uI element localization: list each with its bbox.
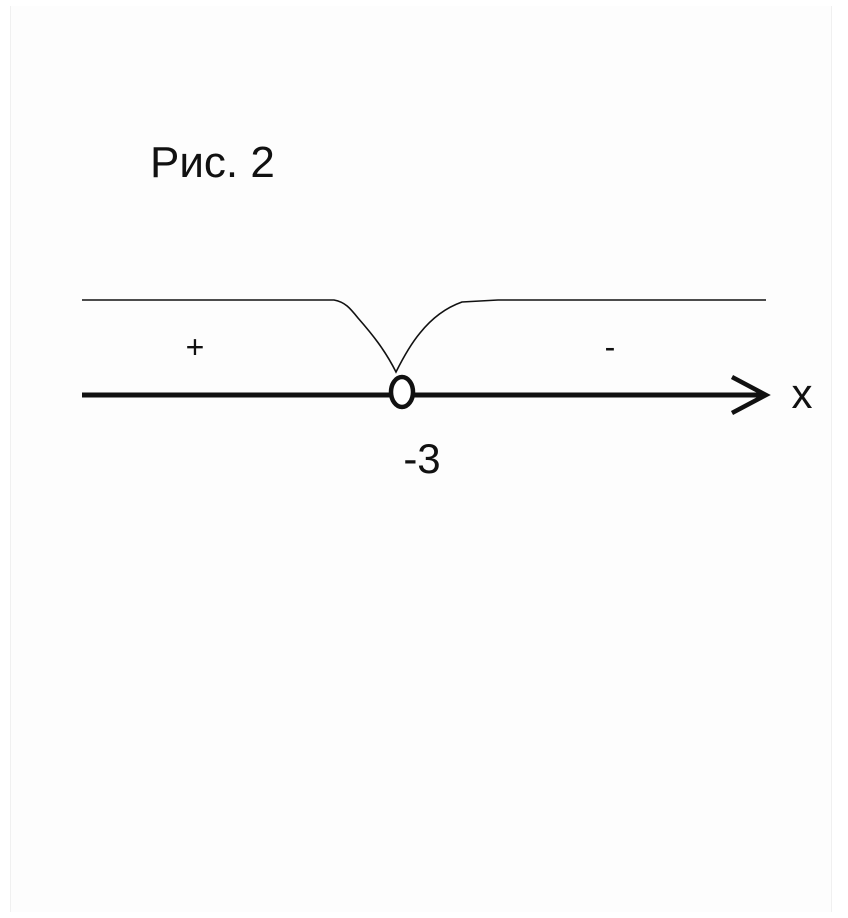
excluded-point-marker bbox=[388, 374, 416, 410]
axis-label: x bbox=[792, 370, 813, 417]
axis-arrow-icon bbox=[730, 375, 771, 415]
figure-frame bbox=[10, 6, 832, 912]
figure-label: Рис. 2 bbox=[150, 138, 275, 187]
point-value-label: -3 bbox=[403, 435, 440, 482]
left-interval-sign: + bbox=[186, 329, 205, 365]
sign-curve bbox=[82, 299, 766, 374]
right-interval-sign: - bbox=[605, 329, 616, 365]
